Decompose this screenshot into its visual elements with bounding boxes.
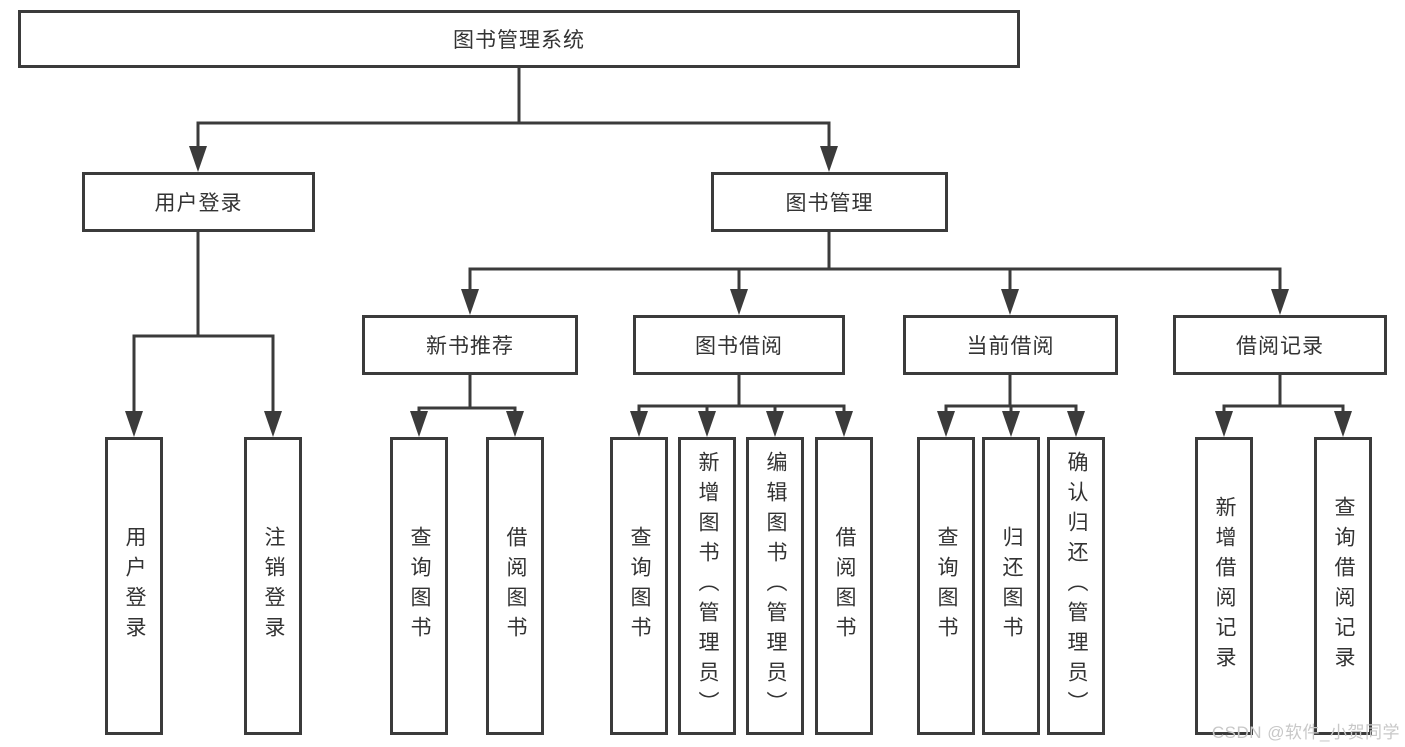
node-label: 用户登录 [123,526,147,646]
node-current-borrow: 当前借阅 [903,315,1118,375]
node-label: 编辑图书（管理员） [764,451,788,721]
node-new-book-recommend: 新书推荐 [362,315,578,375]
leaf-current-confirm-return-admin: 确认归还（管理员） [1047,437,1105,735]
leaf-borrow-add-books-admin: 新增图书（管理员） [678,437,736,735]
leaf-newbook-borrow-books: 借阅图书 [486,437,544,735]
leaf-user-login: 用户登录 [105,437,163,735]
node-label: 注销登录 [262,526,286,646]
node-label: 查询借阅记录 [1332,496,1356,676]
node-label: 新增借阅记录 [1213,496,1237,676]
node-user-login-branch: 用户登录 [82,172,315,232]
leaf-borrow-borrow-books: 借阅图书 [815,437,873,735]
node-label: 确认归还（管理员） [1065,451,1089,721]
node-label: 归还图书 [1000,526,1024,646]
node-label: 借阅图书 [833,526,857,646]
csdn-watermark: CSDN @软件_小贺同学 [1211,723,1400,742]
leaf-records-query-borrow-record: 查询借阅记录 [1314,437,1372,735]
leaf-newbook-query-books: 查询图书 [390,437,448,735]
leaf-logout: 注销登录 [244,437,302,735]
leaf-current-query-books: 查询图书 [917,437,975,735]
node-label: 用户登录 [154,192,243,215]
leaf-borrow-edit-books-admin: 编辑图书（管理员） [746,437,804,735]
node-book-borrow: 图书借阅 [633,315,845,375]
leaf-records-add-borrow-record: 新增借阅记录 [1195,437,1253,735]
node-label: 新书推荐 [426,335,514,358]
node-label: 新增图书（管理员） [696,451,720,721]
node-label: 图书管理 [785,192,874,215]
node-label: 图书借阅 [695,335,783,358]
node-label: 查询图书 [408,526,432,646]
node-book-management-branch: 图书管理 [711,172,948,232]
node-label: 查询图书 [628,526,652,646]
leaf-current-return-books: 归还图书 [982,437,1040,735]
leaf-borrow-query-books: 查询图书 [610,437,668,735]
node-root-book-management-system: 图书管理系统 [18,10,1020,68]
node-label: 图书管理系统 [453,29,585,52]
node-label: 借阅记录 [1236,335,1324,358]
node-label: 当前借阅 [966,335,1055,358]
node-label: 查询图书 [935,526,959,646]
node-label: 借阅图书 [504,526,528,646]
node-borrow-records: 借阅记录 [1173,315,1387,375]
